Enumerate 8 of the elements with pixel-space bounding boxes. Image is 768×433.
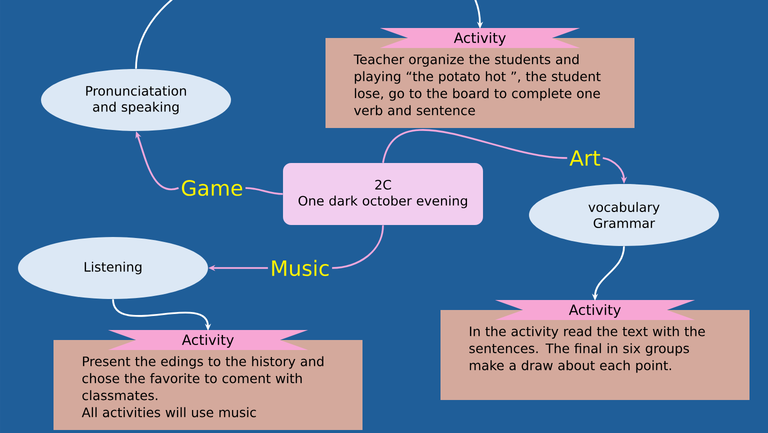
branch-word: Music xyxy=(272,260,329,276)
branch-word: Game xyxy=(182,180,242,196)
ribbon-banner: Activity xyxy=(108,330,308,350)
arrow xyxy=(135,0,484,69)
ribbon-banner: Activity xyxy=(495,300,695,320)
branch-word: Art xyxy=(570,150,600,166)
topic-box: 2C One dark october evening xyxy=(283,163,483,225)
ribbon-banner: Activity xyxy=(380,28,580,48)
